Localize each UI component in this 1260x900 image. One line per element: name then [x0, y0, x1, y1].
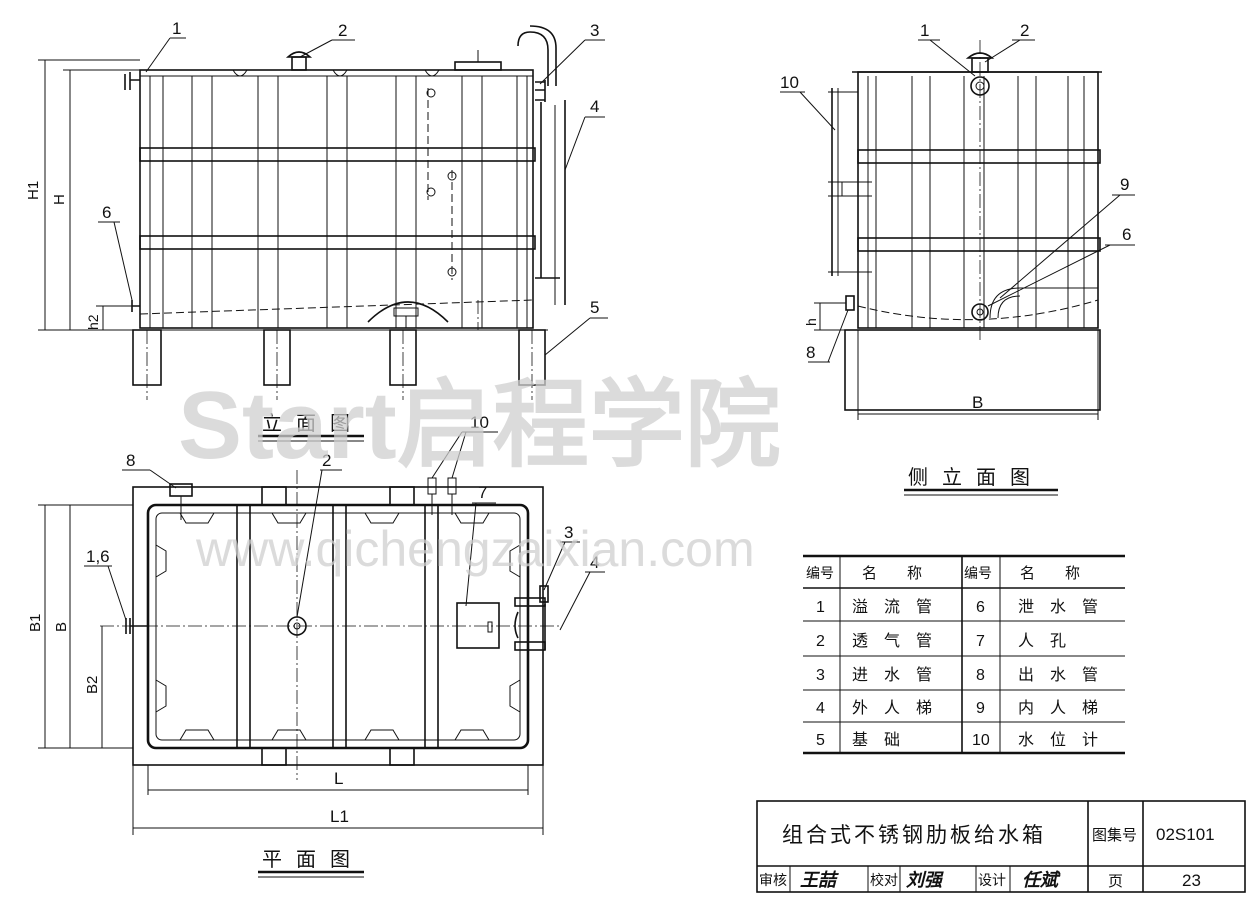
side-level-gauge: [828, 88, 872, 276]
front-air-vent: [285, 51, 313, 71]
plan-view-title: 平面图: [262, 847, 364, 871]
dim-h: h: [803, 318, 819, 326]
table-cell-no: 3: [816, 667, 825, 684]
table-cell-name: 进 水 管: [852, 665, 932, 684]
front-tank-body: [139, 69, 534, 329]
side-callout-10: 10: [780, 73, 799, 92]
front-elevation: H1 H h2 1 2 3 4 6 5 立面图: [25, 19, 608, 442]
dim-B1: B1: [27, 614, 44, 632]
front-external-ladder: [535, 100, 566, 305]
watermark: Start启程学院 www.qichengzaixian.com: [178, 372, 781, 577]
title-block: 组合式不锈钢肋板给水箱 图集号 02S101 审核 王喆 校对 刘强 设计 任斌…: [756, 800, 1246, 893]
table-cell-no: 10: [972, 732, 990, 749]
parts-table: 编号 名 称 编号 名 称 1 溢 流 管 6 泄 水 管 2 透 气 管 7 …: [803, 554, 1125, 755]
front-dimensions: [38, 59, 140, 331]
front-view-title: 立面图: [262, 411, 364, 435]
table-cell-no: 9: [976, 700, 985, 717]
dim-B2: B2: [84, 676, 101, 694]
plan-callout-7: 7: [478, 483, 487, 502]
side-callout-2: 2: [1020, 21, 1029, 40]
table-cell-name: 透 气 管: [852, 631, 932, 650]
front-band-upper: [139, 147, 536, 162]
check-label: 校对: [870, 872, 898, 889]
table-cell-no: 5: [816, 732, 825, 749]
dim-L: L: [334, 769, 343, 788]
front-ribs: [149, 76, 528, 328]
drawing-title: 组合式不锈钢肋板给水箱: [782, 823, 1046, 847]
dim-B-plan: B: [53, 622, 70, 632]
side-callout-8: 8: [806, 343, 815, 362]
page-label: 页: [1108, 872, 1123, 890]
front-callout-4: 4: [590, 97, 599, 116]
front-overflow-pipe: [124, 72, 140, 90]
front-callout-2: 2: [338, 21, 347, 40]
page-number: 23: [1182, 871, 1201, 890]
front-internal-ladder: [426, 88, 457, 280]
plan-callout-1-6: 1,6: [86, 547, 110, 566]
side-callout-6: 6: [1122, 225, 1131, 244]
table-cell-name: 溢 流 管: [852, 597, 932, 616]
table-cell-no: 2: [816, 633, 825, 650]
dim-H: H: [51, 194, 68, 205]
table-cell-no: 1: [816, 599, 825, 616]
plan-callout-2: 2: [322, 451, 331, 470]
front-callout-5: 5: [590, 298, 599, 317]
table-cell-no: 8: [976, 667, 985, 684]
dim-H1: H1: [25, 181, 42, 200]
plan-callout-4: 4: [590, 553, 599, 572]
dim-h2: h2: [85, 314, 101, 330]
table-cell-name: 基 础: [852, 730, 900, 749]
side-view-title: 侧立面图: [908, 465, 1044, 489]
table-header-name-2: 名 称: [1020, 564, 1080, 582]
front-callout-1: 1: [172, 19, 181, 38]
plan-view: B1 B B2 L L1 8 2 10 7 3 4 1,6 平面图: [27, 413, 605, 878]
table-cell-name: 外 人 梯: [852, 698, 932, 717]
design-label: 设计: [978, 873, 1006, 889]
check-signature: 刘强: [906, 870, 944, 891]
design-signature: 任斌: [1022, 870, 1061, 891]
plan-manhole: [456, 602, 500, 649]
atlas-number: 02S101: [1156, 825, 1215, 844]
front-manhole: [454, 61, 502, 71]
dim-B-side: B: [972, 393, 983, 412]
table-cell-name: 人 孔: [1018, 631, 1066, 650]
front-band-lower: [139, 235, 536, 250]
front-drain-pipe: [131, 300, 140, 312]
front-callout-6: 6: [102, 203, 111, 222]
table-cell-no: 4: [816, 700, 825, 717]
watermark-brand: Start启程学院: [178, 372, 781, 479]
table-cell-name: 水 位 计: [1018, 730, 1098, 749]
watermark-url: www.qichengzaixian.com: [195, 521, 755, 577]
table-cell-name: 出 水 管: [1018, 665, 1098, 684]
table-header-no-2: 编号: [964, 566, 992, 582]
side-tank-body: [857, 71, 1099, 329]
review-signature: 王喆: [800, 870, 839, 891]
front-callout-3: 3: [590, 21, 599, 40]
side-callout-9: 9: [1120, 175, 1129, 194]
plan-callout-3: 3: [564, 523, 573, 542]
plan-callout-10: 10: [470, 413, 489, 432]
front-inlet-pipe: [535, 80, 546, 102]
table-cell-no: 7: [976, 633, 985, 650]
side-callout-1: 1: [920, 21, 929, 40]
atlas-label: 图集号: [1092, 826, 1137, 844]
table-header-name-1: 名 称: [862, 564, 922, 582]
dim-L1: L1: [330, 807, 349, 826]
plan-callout-8: 8: [126, 451, 135, 470]
table-cell-no: 6: [976, 599, 985, 616]
side-base: [844, 329, 1101, 411]
table-cell-name: 内 人 梯: [1018, 698, 1098, 717]
front-sump-dome: [367, 301, 449, 323]
table-cell-name: 泄 水 管: [1018, 597, 1098, 616]
review-label: 审核: [759, 873, 787, 889]
side-elevation: B h 1 2 10 9 6 8 侧立面图: [780, 21, 1135, 496]
table-header-no-1: 编号: [806, 566, 834, 582]
